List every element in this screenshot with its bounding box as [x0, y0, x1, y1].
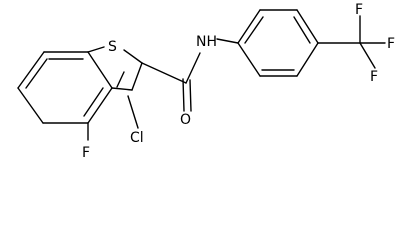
- chlorine-label: Cl: [130, 130, 144, 146]
- cf3-fluorine-top-label: F: [355, 2, 363, 18]
- trifluoromethyl-group: [317, 15, 386, 69]
- sulfur-label: S: [108, 39, 117, 55]
- thiophene-ring: [87, 46, 143, 91]
- c3-cl-bond: [127, 95, 139, 129]
- ring-fluorine-label: F: [82, 145, 90, 161]
- amide-nh-label: NH: [196, 34, 217, 50]
- chemical-structure: S NH O F Cl F F F: [17, 2, 395, 161]
- cf3-fluorine-right-label: F: [387, 36, 395, 52]
- benzo-ring: [17, 51, 113, 124]
- cf3-fluorine-bottom-label: F: [370, 69, 378, 85]
- phenyl-ring: [237, 9, 319, 77]
- carbonyl-oxygen-label: O: [180, 112, 191, 128]
- amide-group: [141, 38, 239, 112]
